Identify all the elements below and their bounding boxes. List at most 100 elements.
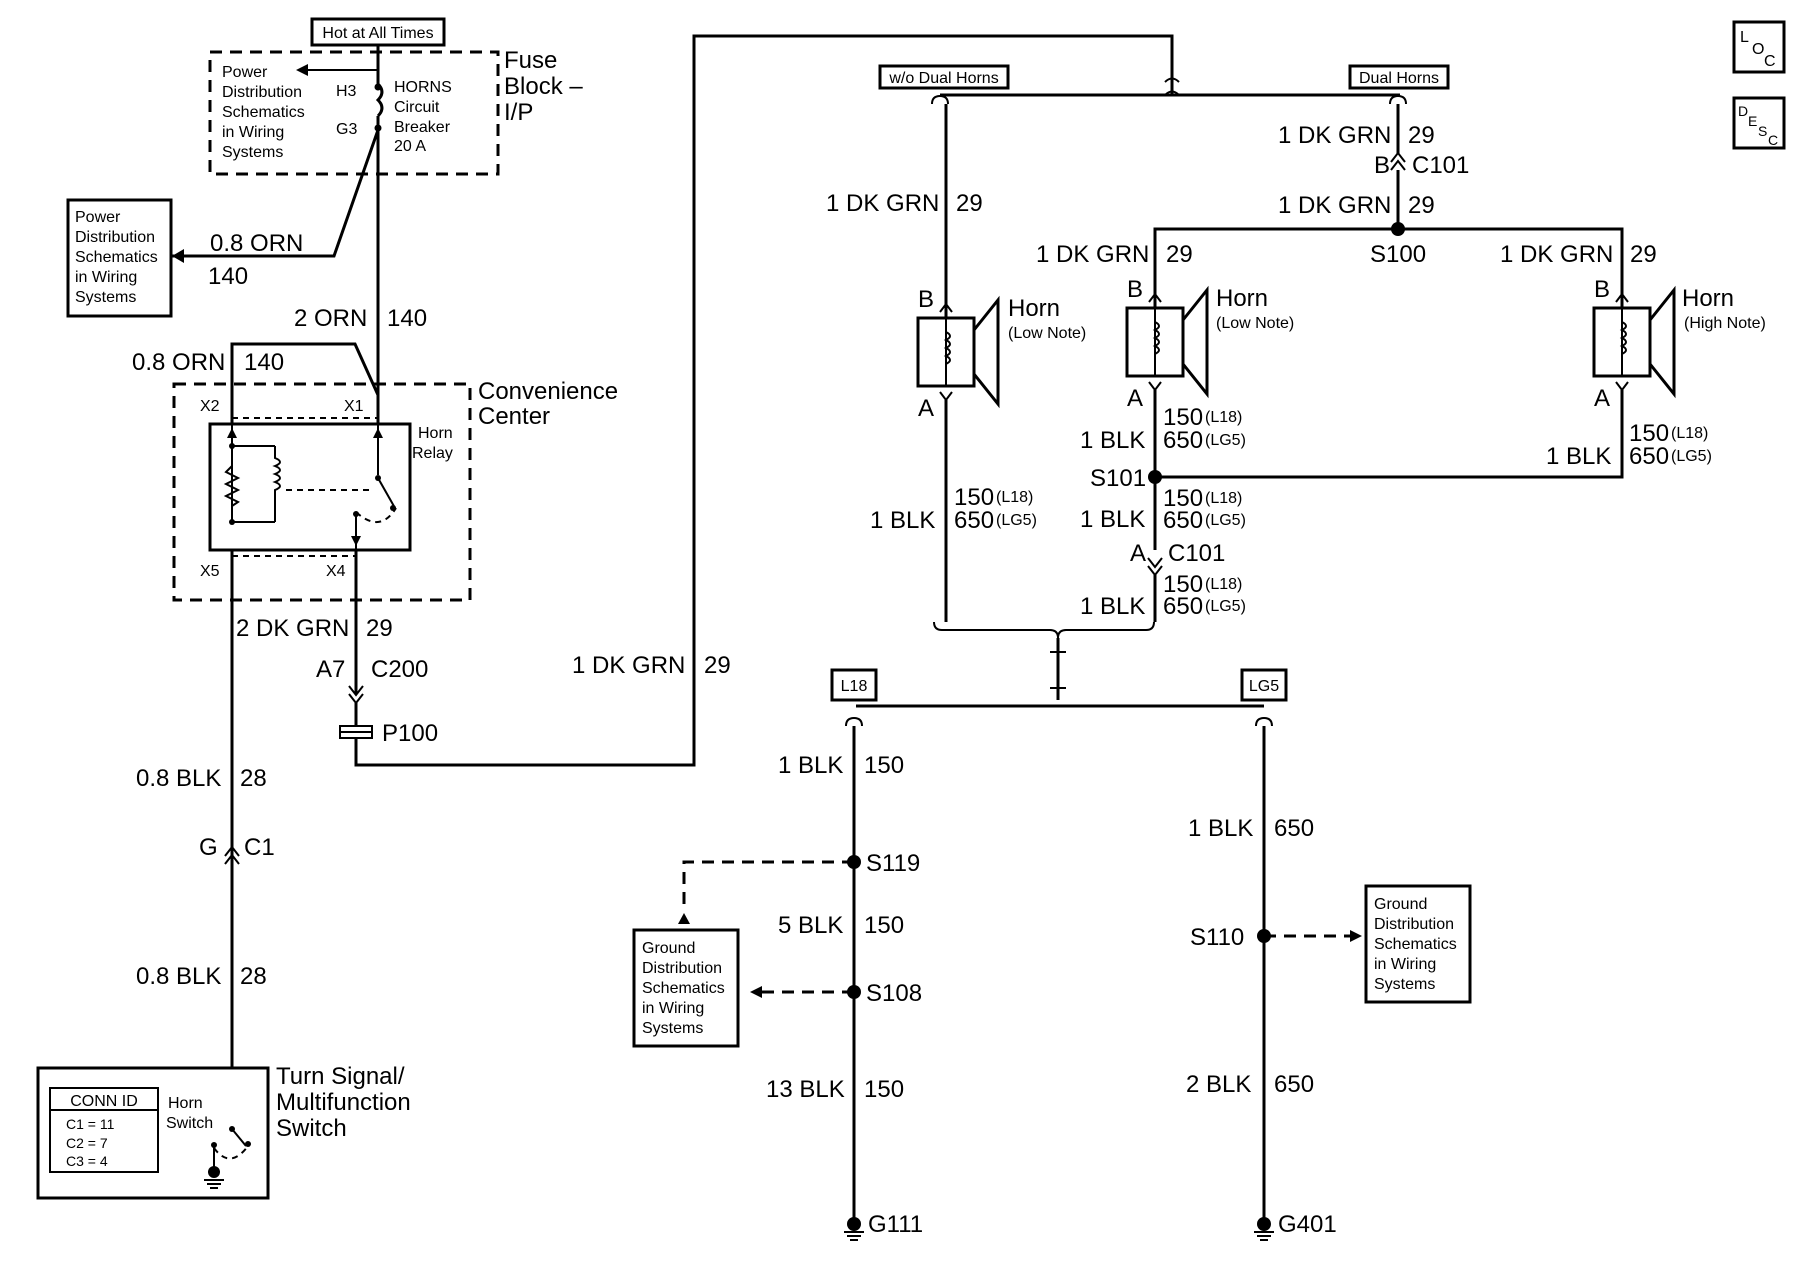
loc-letter-2: O [1752,41,1764,58]
horn-2-title: Horn [1216,285,1268,312]
option-l18-label: L18 [841,678,868,695]
wire-low-blk-top-circuit-b: 650 [1163,427,1203,454]
ground-right-line-3: Schematics [1374,936,1457,953]
breaker-line-2: Circuit [394,99,440,116]
ground-right-line-1: Ground [1374,896,1427,913]
switch-title-3: Switch [276,1115,347,1142]
wire-high-blk-circuit-a: 150 [1629,420,1669,447]
loc-letter-1: L [1740,29,1749,46]
fuse-block-title-3: I/P [504,99,533,126]
wire-dkgrn-relay-circuit: 29 [366,615,393,642]
wire-orn-main-gauge: 2 ORN [294,305,367,332]
wire-g111-1-circuit: 150 [864,752,904,779]
ground-left-line-2: Distribution [642,960,722,977]
pds-line-2: Distribution [222,84,302,101]
wire-high-blk-opt-a: (L18) [1671,425,1708,442]
wire-c101-blk-circuit-b: 650 [1163,593,1203,620]
horn-2-pin-a: A [1127,385,1143,412]
splice-s100-label: S100 [1370,241,1426,268]
pds-box-left: Power Distribution Schematics in Wiring … [66,198,173,318]
horn-3-pin-a: A [1594,385,1610,412]
horn-1-pin-a: A [918,395,934,422]
ground-left-line-4: in Wiring [642,1000,704,1017]
conn-id-c2: C2 = 7 [66,1135,108,1151]
horn-3-title: Horn [1682,285,1734,312]
wire-g111-1-gauge: 1 BLK [778,752,843,779]
wire-wo-horn-grn-gauge: 1 DK GRN [826,190,939,217]
breaker-line-1: HORNS [394,79,452,96]
option-l18-badge [830,668,878,702]
wire-dual-grn-left-circuit: 29 [1166,241,1193,268]
wire-g401-2-circuit: 650 [1274,1071,1314,1098]
wire-s101-blk-circuit-a: 150 [1163,485,1203,512]
splice-s110-label: S110 [1190,924,1244,951]
wire-orn-left-gauge: 0.8 ORN [210,230,303,257]
wire-g111-2-circuit: 150 [864,912,904,939]
horn-2-note: (Low Note) [1216,315,1294,332]
horn-low-note-dual: B A Horn (Low Note) [1125,276,1294,412]
wire-high-blk-gauge: 1 BLK [1546,443,1611,470]
dual-horns-label: Dual Horns [1359,70,1439,87]
horn-low-note-single: B A Horn (Low Note) [916,286,1086,422]
pds-line-5: Systems [222,144,283,161]
conn-id-header: CONN ID [70,1093,138,1110]
wire-wo-horn-blk-gauge: 1 BLK [870,507,935,534]
wire-s101-blk-opt-b: (LG5) [1205,512,1246,529]
option-lg5-badge [1240,668,1288,702]
conn-id-c1: C1 = 11 [66,1116,115,1132]
wire-g111-2-gauge: 5 BLK [778,912,843,939]
desc-letter-4: C [1768,132,1778,148]
horn-3-pin-b: B [1594,276,1610,303]
wire-high-blk-opt-b: (LG5) [1671,448,1712,465]
wo-dual-horns-label: w/o Dual Horns [888,70,998,87]
connector-c1-label: C1 [244,834,275,861]
horn-relay-label-2: Relay [412,445,453,462]
pin-x5: X5 [200,563,220,580]
wire-high-blk-circuit-b: 650 [1629,443,1669,470]
desc-icon[interactable]: D E S C [1732,96,1786,150]
horn-relay-box [208,422,412,552]
pin-x2: X2 [200,398,220,415]
wire-dual-grn-s100-gauge: 1 DK GRN [1278,192,1391,219]
horn-1-note: (Low Note) [1008,325,1086,342]
desc-letter-1: D [1738,103,1748,119]
pds-left-line-2: Distribution [75,229,155,246]
convenience-center-title-2: Center [478,403,550,430]
connector-c101-top-label: C101 [1412,152,1469,179]
fuse-block-title-2: Block – [504,73,583,100]
wire-wo-horn-blk-opt-b: (LG5) [996,512,1037,529]
pds-line-4: in Wiring [222,124,284,141]
arrow-left-icon [296,64,308,76]
wire-s101-blk-opt-a: (L18) [1205,490,1242,507]
wire-orn-main-circuit: 140 [387,305,427,332]
desc-letter-2: E [1748,113,1757,129]
loc-icon[interactable]: L O C [1732,20,1786,74]
conn-id-table [49,1087,159,1173]
wire-wo-horn-blk-opt-a: (L18) [996,489,1033,506]
pds-left-line-3: Schematics [75,249,158,266]
horn-switch-icon [211,1126,251,1170]
wire-dkgrn-long-circuit: 29 [704,652,731,679]
ground-g401-label: G401 [1278,1211,1337,1238]
ground-g401-icon [1254,1217,1274,1241]
relay-coil-icon [223,424,372,525]
connector-g-label: G [199,834,218,861]
wire-dkgrn-long-gauge: 1 DK GRN [572,652,685,679]
wire-s101-blk-gauge: 1 BLK [1080,506,1145,533]
pin-x4: X4 [326,563,346,580]
ground-icon [204,1166,224,1189]
arrow-up-icon [678,913,690,924]
wire-blk-switch-lower-gauge: 0.8 BLK [136,963,221,990]
ground-left-line-3: Schematics [642,980,725,997]
ground-right-line-4: in Wiring [1374,956,1436,973]
pds-left-line-1: Power [75,209,121,226]
wire-blk-switch-upper-gauge: 0.8 BLK [136,765,221,792]
switch-title-1: Turn Signal/ [276,1063,405,1090]
wire-low-blk-top-gauge: 1 BLK [1080,427,1145,454]
horn-1-pin-b: B [918,286,934,313]
desc-letter-3: S [1758,123,1767,139]
horn-coil-icon [943,331,951,365]
wire-orn-relay-circuit: 140 [244,349,284,376]
switch-title-2: Multifunction [276,1089,411,1116]
wo-dual-horns-badge [878,64,1010,90]
